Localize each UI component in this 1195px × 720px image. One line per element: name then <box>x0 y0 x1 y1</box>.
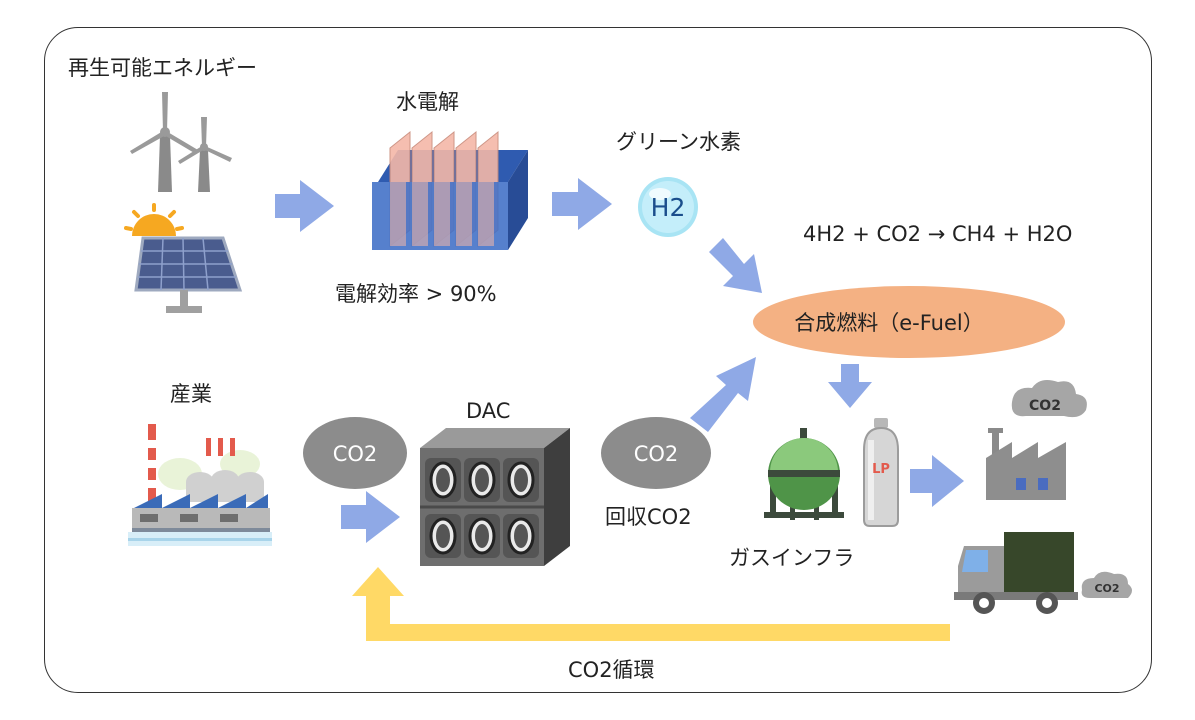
arrow-gas-to-consumers <box>910 455 964 507</box>
arrow-dac-to-efuel <box>690 357 756 432</box>
co2-bubble-dac <box>601 417 711 489</box>
gas-tank-icon <box>764 428 844 520</box>
hydrogen-bubble-icon: H2 <box>638 177 698 237</box>
dac-unit-icon <box>420 428 570 566</box>
diagram-frame <box>44 27 1152 693</box>
industry-label: 産業 <box>170 382 212 406</box>
truck-icon: CO2 <box>954 532 1132 614</box>
efuel-ellipse <box>753 286 1065 358</box>
factory-icon <box>128 424 272 546</box>
electrolyzer-icon <box>372 130 528 250</box>
lp-label: LP <box>872 462 890 477</box>
arrow-electrolysis-to-hydrogen <box>552 178 612 230</box>
green-hydrogen-label: グリーン水素 <box>616 130 741 154</box>
renewable-energy-label: 再生可能エネルギー <box>68 56 257 80</box>
arrow-efuel-to-gas <box>828 364 872 408</box>
wind-turbine-icon <box>130 92 232 192</box>
truck-co2-label: CO2 <box>1094 582 1119 595</box>
electrolysis-efficiency-label: 電解効率 > 90% <box>335 282 497 306</box>
arrow-hydrogen-to-efuel <box>709 238 762 293</box>
emitting-factory-icon: CO2 <box>986 380 1087 500</box>
co2-cycle-arrow <box>352 567 950 641</box>
factory-co2-label: CO2 <box>1029 398 1061 414</box>
efuel-label: 合成燃料（e-Fuel） <box>794 311 984 335</box>
co2-cycle-label: CO2循環 <box>568 658 655 682</box>
arrow-co2-to-dac <box>341 491 400 543</box>
dac-label: DAC <box>466 399 511 423</box>
reaction-equation: 4H2 + CO2 → CH4 + H2O <box>803 222 1073 246</box>
electrolysis-label: 水電解 <box>396 90 459 114</box>
co2-bubble-industry-label: CO2 <box>333 442 378 466</box>
arrow-renewable-to-electrolysis <box>275 180 334 232</box>
solar-panel-icon <box>124 203 243 313</box>
gas-infrastructure-label: ガスインフラ <box>729 546 855 570</box>
recovered-co2-label: 回収CO2 <box>605 505 692 529</box>
co2-bubble-dac-label: CO2 <box>634 442 679 466</box>
hydrogen-bubble-label: H2 <box>651 193 686 222</box>
co2-bubble-industry <box>303 417 407 489</box>
lp-cylinder-icon: LP <box>863 418 899 527</box>
